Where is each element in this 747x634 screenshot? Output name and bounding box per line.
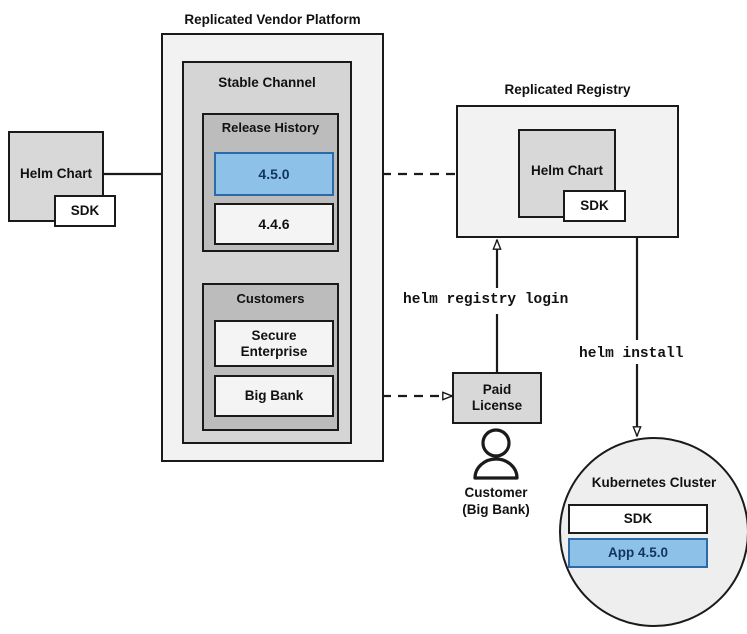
customer-actor-line2: (Big Bank) bbox=[462, 501, 530, 517]
kubernetes-cluster-title: Kubernetes Cluster bbox=[591, 475, 717, 490]
release-history-title: Release History bbox=[221, 120, 320, 135]
paid-license-box[interactable]: Paid License bbox=[452, 372, 542, 424]
customer-secure-enterprise-line1: Secure bbox=[251, 327, 297, 343]
source-sdk-label: SDK bbox=[70, 203, 100, 219]
release-4-5-0-box[interactable]: 4.5.0 bbox=[214, 152, 334, 196]
stable-channel-title: Stable Channel bbox=[218, 75, 316, 90]
helm-registry-login-command: helm registry login bbox=[399, 290, 573, 310]
cluster-app-box[interactable]: App 4.5.0 bbox=[568, 538, 708, 568]
platform-title: Replicated Vendor Platform bbox=[184, 12, 361, 27]
customer-actor-line1: Customer bbox=[464, 485, 528, 500]
cluster-sdk-label: SDK bbox=[623, 511, 653, 527]
registry-helm-chart-label: Helm Chart bbox=[530, 163, 603, 178]
release-4-4-6-label: 4.4.6 bbox=[258, 215, 290, 232]
source-sdk-box[interactable]: SDK bbox=[54, 195, 116, 227]
customer-big-bank-box[interactable]: Big Bank bbox=[214, 375, 334, 417]
helm-install-command: helm install bbox=[575, 344, 688, 364]
paid-license-line2: License bbox=[471, 398, 523, 413]
cluster-app-label: App 4.5.0 bbox=[607, 545, 669, 561]
paid-license-line1: Paid bbox=[482, 382, 512, 398]
cluster-sdk-box[interactable]: SDK bbox=[568, 504, 708, 534]
customer-actor-label: Customer (Big Bank) bbox=[421, 485, 571, 519]
customers-title: Customers bbox=[236, 291, 305, 306]
registry-title: Replicated Registry bbox=[504, 82, 631, 97]
registry-sdk-label: SDK bbox=[580, 198, 609, 214]
release-4-5-0-label: 4.5.0 bbox=[258, 165, 290, 182]
source-helm-chart-label: Helm Chart bbox=[19, 166, 92, 181]
customer-secure-enterprise-line2: Enterprise bbox=[240, 343, 308, 359]
customer-secure-enterprise-box[interactable]: Secure Enterprise bbox=[214, 320, 334, 367]
customer-person-icon bbox=[473, 428, 519, 480]
customer-big-bank-label: Big Bank bbox=[244, 388, 304, 404]
registry-sdk-box[interactable]: SDK bbox=[563, 190, 626, 222]
release-4-4-6-box[interactable]: 4.4.6 bbox=[214, 203, 334, 245]
